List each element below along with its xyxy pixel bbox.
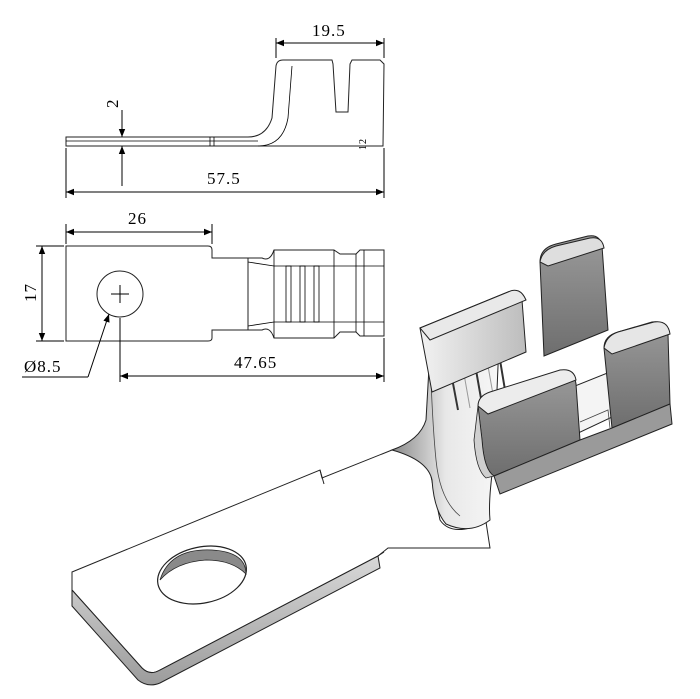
iso-hole-wall [159,549,247,581]
dim-pad-width: 17 [21,283,40,302]
top-view-pad [65,245,249,342]
top-view-barrel [247,249,385,339]
small-label: 12 [358,138,369,150]
dim-hole: Ø8.5 [24,357,62,376]
dim-hole-to-end: 47.65 [234,353,277,372]
leader-line-hole [87,313,110,378]
dim-top-width: 19.5 [312,21,346,40]
isometric-view [71,235,673,686]
side-view-profile [65,59,385,147]
side-view: 12 19.5 2 57.5 [65,21,385,198]
iso-tab-back-left [419,289,527,393]
iso-barrel-gap [579,409,611,429]
dim-pad-length: 26 [128,209,147,228]
top-view: 26 17 Ø8.5 47.65 [21,209,385,382]
iso-tab-front-right [603,321,671,429]
iso-plate-edge [71,555,381,686]
iso-plate-step [377,551,385,557]
dim-thickness: 2 [103,99,122,109]
iso-tab-back-right [539,235,609,357]
dim-overall-length: 57.5 [207,169,241,188]
iso-barrel-side [493,403,673,495]
side-view-bend [257,65,293,147]
iso-plate-step [319,469,325,485]
